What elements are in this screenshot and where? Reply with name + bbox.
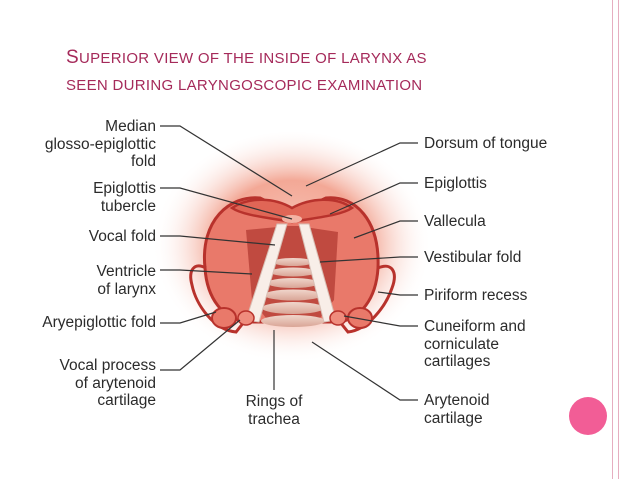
label-epiglottis-tubercle: Epiglottis tubercle (93, 180, 156, 215)
label-piriform-recess: Piriform recess (424, 287, 528, 304)
label-vocal-process: Vocal process of arytenoid cartilage (59, 357, 157, 409)
leader-aryepiglottic (160, 311, 217, 324)
leader-arytenoid (311, 341, 418, 401)
right-arytenoid (347, 307, 373, 329)
title-line-2: seen during laryngoscopic examination (66, 77, 423, 94)
label-ventricle: Ventricle of larynx (96, 263, 156, 298)
label-epiglottis: Epiglottis (424, 175, 487, 192)
trachea-ring (264, 289, 322, 301)
leader-vocal-fold (160, 235, 276, 246)
leader-vocal-process (160, 319, 241, 371)
tracheal-rings (261, 258, 325, 327)
title-initial: S (66, 47, 79, 68)
right-cuneiform (329, 310, 347, 326)
leader-epiglottis-tubercle (160, 187, 293, 220)
title-line-1: Superior view of the inside of larynx as (66, 44, 536, 72)
label-vestibular-fold: Vestibular fold (424, 249, 522, 266)
label-vallecula: Vallecula (424, 213, 486, 230)
leader-dorsum (305, 142, 418, 187)
trachea-ring (262, 302, 324, 314)
epiglottis-shape (229, 198, 355, 224)
label-median-fold: Median glosso-epiglottic fold (44, 118, 156, 170)
decorative-pink-circle (569, 397, 607, 435)
title-line-1-text: uperior view of the inside of larynx as (78, 50, 427, 67)
leader-cuneiform (343, 315, 418, 327)
label-aryepiglottic-fold: Aryepiglottic fold (42, 314, 156, 331)
right-border-line (618, 0, 619, 479)
trachea-ring (267, 278, 319, 288)
leader-vestibular (319, 256, 418, 263)
leader-vallecula (353, 220, 418, 239)
label-arytenoid: Arytenoid cartilage (424, 392, 490, 427)
leader-epiglottis (329, 182, 418, 215)
trachea-ring (273, 258, 313, 266)
leader-lines (160, 125, 418, 401)
label-dorsum-tongue: Dorsum of tongue (424, 135, 548, 152)
label-rings-trachea: Rings of trachea (245, 393, 303, 428)
leader-ventricle (160, 269, 253, 275)
leader-median-fold (160, 125, 293, 197)
vocal-fold-left (245, 223, 288, 323)
trachea-ring (261, 315, 325, 327)
trachea-ring (270, 267, 316, 277)
left-cuneiform (237, 310, 255, 326)
right-border-line (612, 0, 613, 479)
label-vocal-fold: Vocal fold (88, 228, 156, 245)
left-arytenoid (211, 307, 237, 329)
slide-title: Superior view of the inside of larynx as… (66, 44, 536, 99)
leader-piriform (377, 291, 418, 296)
label-cuneiform: Cuneiform and corniculate cartilages (424, 318, 526, 370)
